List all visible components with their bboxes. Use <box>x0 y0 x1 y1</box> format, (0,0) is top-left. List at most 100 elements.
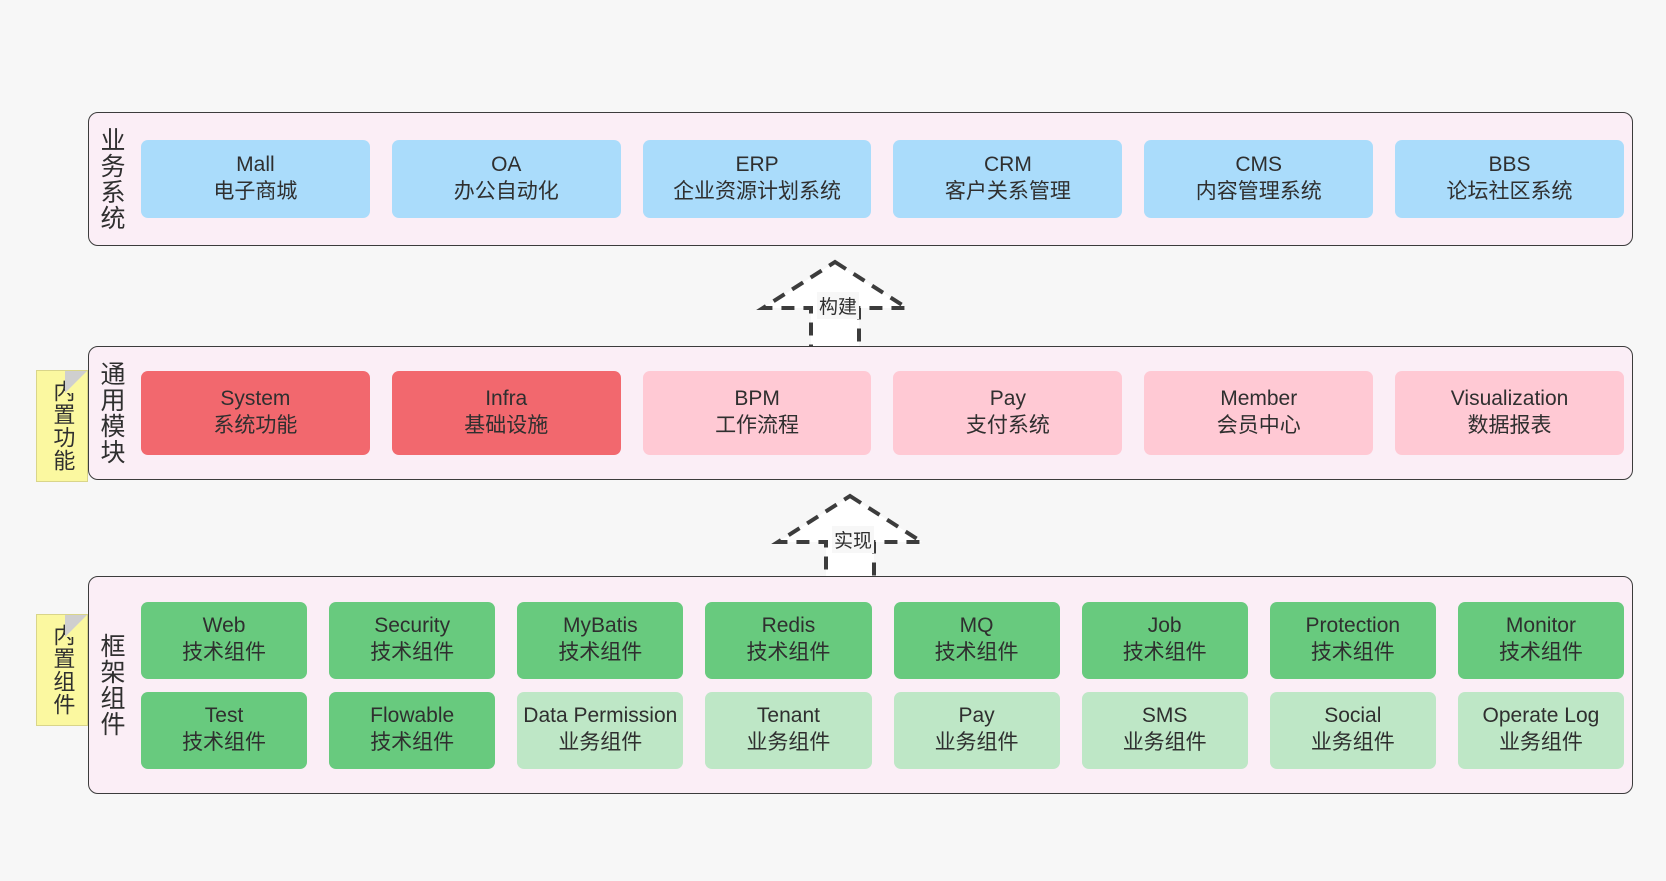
arrow-build: 构建 <box>755 256 915 354</box>
card-protection[interactable]: Protection 技术组件 <box>1269 601 1436 679</box>
card-title-cn: 业务组件 <box>746 731 831 754</box>
framework-row-tech: Web 技术组件 Security 技术组件 MyBatis 技术组件 Redi… <box>141 601 1624 679</box>
card-title-cn: 电子商城 <box>213 180 298 203</box>
card-title-en: Tenant <box>756 704 820 728</box>
card-title-cn: 技术组件 <box>1122 641 1207 664</box>
card-title-en: Social <box>1324 704 1382 728</box>
card-title-en: CMS <box>1235 153 1283 177</box>
card-pay-business[interactable]: Pay 业务组件 <box>893 691 1060 769</box>
card-title-en: Visualization <box>1450 387 1569 411</box>
card-mall[interactable]: Mall 电子商城 <box>141 140 370 218</box>
card-title-cn: 技术组件 <box>1498 641 1583 664</box>
card-title-en: Security <box>374 614 451 638</box>
card-mq[interactable]: MQ 技术组件 <box>893 601 1060 679</box>
card-cms[interactable]: CMS 内容管理系统 <box>1144 140 1374 218</box>
card-redis[interactable]: Redis 技术组件 <box>705 601 872 679</box>
card-title-en: MQ <box>959 614 994 638</box>
card-title-en: Web <box>202 614 246 638</box>
card-title-en: Flowable <box>370 704 455 728</box>
card-title-en: Mall <box>236 153 275 177</box>
card-title-cn: 业务组件 <box>1310 731 1395 754</box>
card-title-cn: 会员中心 <box>1216 414 1301 437</box>
card-web[interactable]: Web 技术组件 <box>141 601 308 679</box>
card-title-cn: 办公自动化 <box>453 180 559 203</box>
card-title-cn: 客户关系管理 <box>944 180 1071 203</box>
card-title-en: Pay <box>958 704 995 728</box>
card-title-en: Data Permission <box>523 704 678 728</box>
card-erp[interactable]: ERP 企业资源计划系统 <box>642 140 872 218</box>
card-title-en: Redis <box>761 614 816 638</box>
card-title-cn: 技术组件 <box>558 641 643 664</box>
card-operate-log[interactable]: Operate Log 业务组件 <box>1457 691 1624 769</box>
card-data-permission[interactable]: Data Permission 业务组件 <box>517 691 684 769</box>
card-title-cn: 业务组件 <box>1122 731 1207 754</box>
note-builtin-component: 内置组件 <box>36 614 88 726</box>
card-title-en: MyBatis <box>562 614 638 638</box>
card-title-cn: 技术组件 <box>182 641 267 664</box>
card-title-cn: 论坛社区系统 <box>1446 180 1573 203</box>
card-visualization[interactable]: Visualization 数据报表 <box>1395 371 1624 455</box>
layer-body-framework-components: Web 技术组件 Security 技术组件 MyBatis 技术组件 Redi… <box>133 577 1632 793</box>
card-crm[interactable]: CRM 客户关系管理 <box>893 140 1123 218</box>
layer-body-general-modules: System 系统功能 Infra 基础设施 BPM 工作流程 Pay 支付系统… <box>133 347 1632 479</box>
card-infra[interactable]: Infra 基础设施 <box>391 371 621 455</box>
card-flowable[interactable]: Flowable 技术组件 <box>329 691 496 769</box>
card-title-cn: 业务组件 <box>1498 731 1583 754</box>
card-title-cn: 企业资源计划系统 <box>673 180 842 203</box>
card-title-cn: 工作流程 <box>715 414 800 437</box>
card-title-en: System <box>220 387 291 411</box>
card-system[interactable]: System 系统功能 <box>141 371 370 455</box>
layer-business-systems: 业务系统 Mall 电子商城 OA 办公自动化 ERP 企业资源计划系统 CRM… <box>88 112 1633 246</box>
card-bbs[interactable]: BBS 论坛社区系统 <box>1395 140 1624 218</box>
card-sms[interactable]: SMS 业务组件 <box>1081 691 1248 769</box>
card-title-en: Job <box>1147 614 1182 638</box>
card-title-cn: 内容管理系统 <box>1195 180 1322 203</box>
layer-title-business-systems: 业务系统 <box>97 127 125 231</box>
arrow-implement-label: 实现 <box>832 526 875 553</box>
card-bpm[interactable]: BPM 工作流程 <box>642 371 872 455</box>
card-mybatis[interactable]: MyBatis 技术组件 <box>517 601 684 679</box>
card-title-cn: 基础设施 <box>464 414 549 437</box>
card-title-en: Monitor <box>1505 614 1576 638</box>
card-job[interactable]: Job 技术组件 <box>1081 601 1248 679</box>
card-title-en: Operate Log <box>1482 704 1600 728</box>
layer-title-general-modules: 通用模块 <box>97 361 125 465</box>
card-title-en: Infra <box>485 387 528 411</box>
card-monitor[interactable]: Monitor 技术组件 <box>1457 601 1624 679</box>
layer-title-framework-components: 框架组件 <box>97 633 125 737</box>
card-title-en: Pay <box>989 387 1026 411</box>
card-oa[interactable]: OA 办公自动化 <box>391 140 621 218</box>
card-title-en: BPM <box>734 387 780 411</box>
card-title-en: ERP <box>735 153 779 177</box>
card-tenant[interactable]: Tenant 业务组件 <box>705 691 872 769</box>
card-title-cn: 技术组件 <box>746 641 831 664</box>
layer-framework-components: 框架组件 Web 技术组件 Security 技术组件 MyBatis 技术组件… <box>88 576 1633 794</box>
layer-body-business-systems: Mall 电子商城 OA 办公自动化 ERP 企业资源计划系统 CRM 客户关系… <box>133 113 1632 245</box>
card-title-cn: 业务组件 <box>934 731 1019 754</box>
note-builtin-function: 内置功能 <box>36 370 88 482</box>
card-title-cn: 支付系统 <box>965 414 1050 437</box>
card-title-cn: 业务组件 <box>558 731 643 754</box>
card-social[interactable]: Social 业务组件 <box>1269 691 1436 769</box>
card-title-cn: 技术组件 <box>370 731 455 754</box>
card-title-en: Member <box>1220 387 1298 411</box>
arrow-implement: 实现 <box>770 490 930 588</box>
card-title-cn: 数据报表 <box>1467 414 1552 437</box>
card-member[interactable]: Member 会员中心 <box>1144 371 1374 455</box>
card-title-en: OA <box>491 153 522 177</box>
card-title-en: Test <box>204 704 244 728</box>
card-title-cn: 技术组件 <box>182 731 267 754</box>
card-pay[interactable]: Pay 支付系统 <box>893 371 1123 455</box>
card-title-cn: 技术组件 <box>934 641 1019 664</box>
card-test[interactable]: Test 技术组件 <box>141 691 308 769</box>
card-title-en: Protection <box>1305 614 1401 638</box>
card-security[interactable]: Security 技术组件 <box>329 601 496 679</box>
card-title-cn: 技术组件 <box>370 641 455 664</box>
arrow-build-label: 构建 <box>817 292 860 319</box>
layer-general-modules: 通用模块 System 系统功能 Infra 基础设施 BPM 工作流程 Pay… <box>88 346 1633 480</box>
card-title-cn: 系统功能 <box>213 414 298 437</box>
framework-row-business: Test 技术组件 Flowable 技术组件 Data Permission … <box>141 691 1624 769</box>
card-title-cn: 技术组件 <box>1310 641 1395 664</box>
card-title-en: SMS <box>1141 704 1188 728</box>
